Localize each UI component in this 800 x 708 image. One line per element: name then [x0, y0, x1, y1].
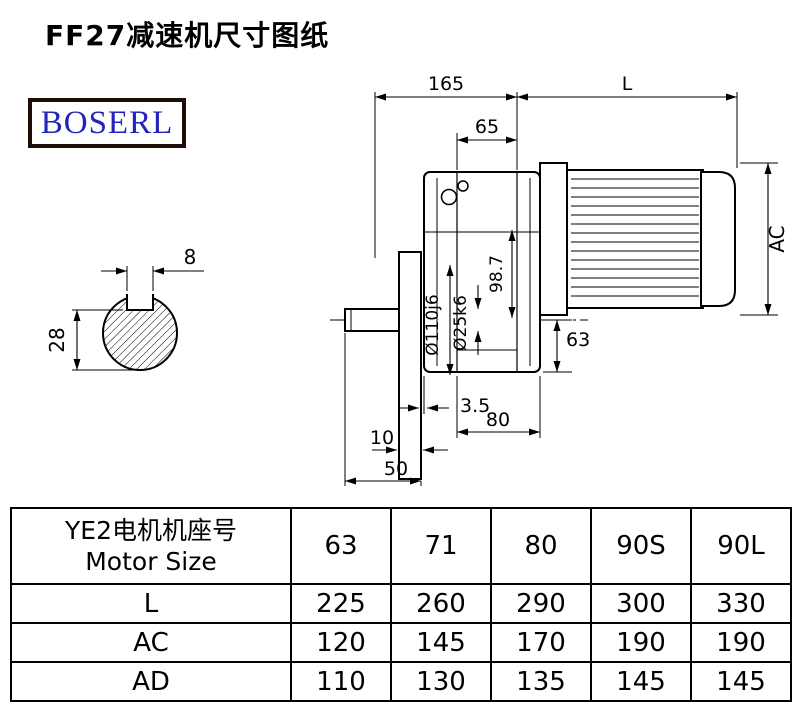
main-view: 165 L 65 AC Ø110j6 Ø25k6 98.7	[330, 73, 789, 486]
table-row: L 225 260 290 300 330	[10, 583, 792, 624]
table-cell: 330	[690, 583, 792, 624]
page-title: FF27减速机尺寸图纸	[45, 19, 330, 52]
dim-L-label: L	[622, 73, 633, 95]
size-column-header: 63	[290, 507, 392, 585]
motor-body	[566, 169, 704, 309]
dim-ac-label: AC	[765, 225, 789, 252]
dim-center-height-label: 98.7	[487, 255, 507, 293]
dim-gap-label: 3.5	[460, 395, 490, 417]
table-cell: 300	[590, 583, 692, 624]
table-cell: 135	[490, 661, 592, 702]
motor-fan-cover	[700, 171, 736, 307]
dim-50	[344, 333, 422, 486]
row-label: AD	[10, 661, 292, 702]
motor	[539, 162, 736, 316]
table-cell: 145	[390, 622, 492, 663]
dim-shaft-dia-label: Ø25k6	[451, 295, 471, 351]
size-column-header: 71	[390, 507, 492, 585]
table-cell: 190	[690, 622, 792, 663]
row-label: L	[10, 583, 292, 624]
brand-logo-text: BOSERL	[40, 104, 174, 141]
table-row: AD 110 130 135 145 145	[10, 661, 792, 702]
housing-bolt-hole-icon	[457, 180, 469, 192]
table-cell: 290	[490, 583, 592, 624]
motor-fins	[571, 178, 699, 297]
dim-10-label: 10	[370, 427, 394, 449]
motor-size-header-cn: YE2电机机座号	[65, 515, 237, 545]
keyway-slot	[126, 294, 154, 311]
dim-80	[456, 376, 541, 438]
dim-gap	[398, 376, 449, 414]
table-header-row: YE2电机机座号 Motor Size 63 71 80 90S 90L	[10, 507, 792, 585]
table-row: AC 120 145 170 190 190	[10, 622, 792, 663]
brand-logo: BOSERL	[28, 98, 186, 148]
table-cell: 120	[290, 622, 392, 663]
table-cell: 260	[390, 583, 492, 624]
dim-63-label: 63	[566, 329, 590, 351]
housing-plug-hole-icon	[440, 188, 458, 206]
dim-top	[374, 92, 738, 258]
motor-flange	[539, 162, 568, 316]
dim-flange-dia-label: Ø110j6	[423, 294, 443, 355]
table-cell: 145	[690, 661, 792, 702]
shaft-section-view: 8 28	[45, 245, 204, 371]
dim-65-label: 65	[475, 116, 499, 138]
dim-key-height	[72, 309, 136, 371]
table-cell: 170	[490, 622, 592, 663]
table-cell: 190	[590, 622, 692, 663]
technical-drawing: 8 28	[45, 73, 789, 486]
size-column-header: 90S	[590, 507, 692, 585]
motor-size-header: YE2电机机座号 Motor Size	[10, 507, 292, 585]
dim-50-label: 50	[384, 458, 408, 480]
dim-key-width-label: 8	[184, 245, 197, 269]
output-shaft	[344, 308, 400, 332]
size-column-header: 90L	[690, 507, 792, 585]
size-column-header: 80	[490, 507, 592, 585]
motor-size-header-en: Motor Size	[85, 547, 217, 576]
dimension-table: YE2电机机座号 Motor Size 63 71 80 90S 90L L 2…	[10, 507, 792, 702]
dim-ac	[740, 162, 778, 316]
dim-80-label: 80	[486, 409, 510, 431]
dim-165-label: 165	[428, 73, 464, 95]
table-cell: 145	[590, 661, 692, 702]
dim-key-width	[101, 266, 204, 291]
mounting-flange	[398, 251, 422, 480]
dim-63	[543, 319, 572, 373]
table-cell: 130	[390, 661, 492, 702]
dim-diameters	[446, 265, 482, 375]
row-label: AC	[10, 622, 292, 663]
table-cell: 110	[290, 661, 392, 702]
table-cell: 225	[290, 583, 392, 624]
dim-key-height-label: 28	[45, 327, 69, 352]
